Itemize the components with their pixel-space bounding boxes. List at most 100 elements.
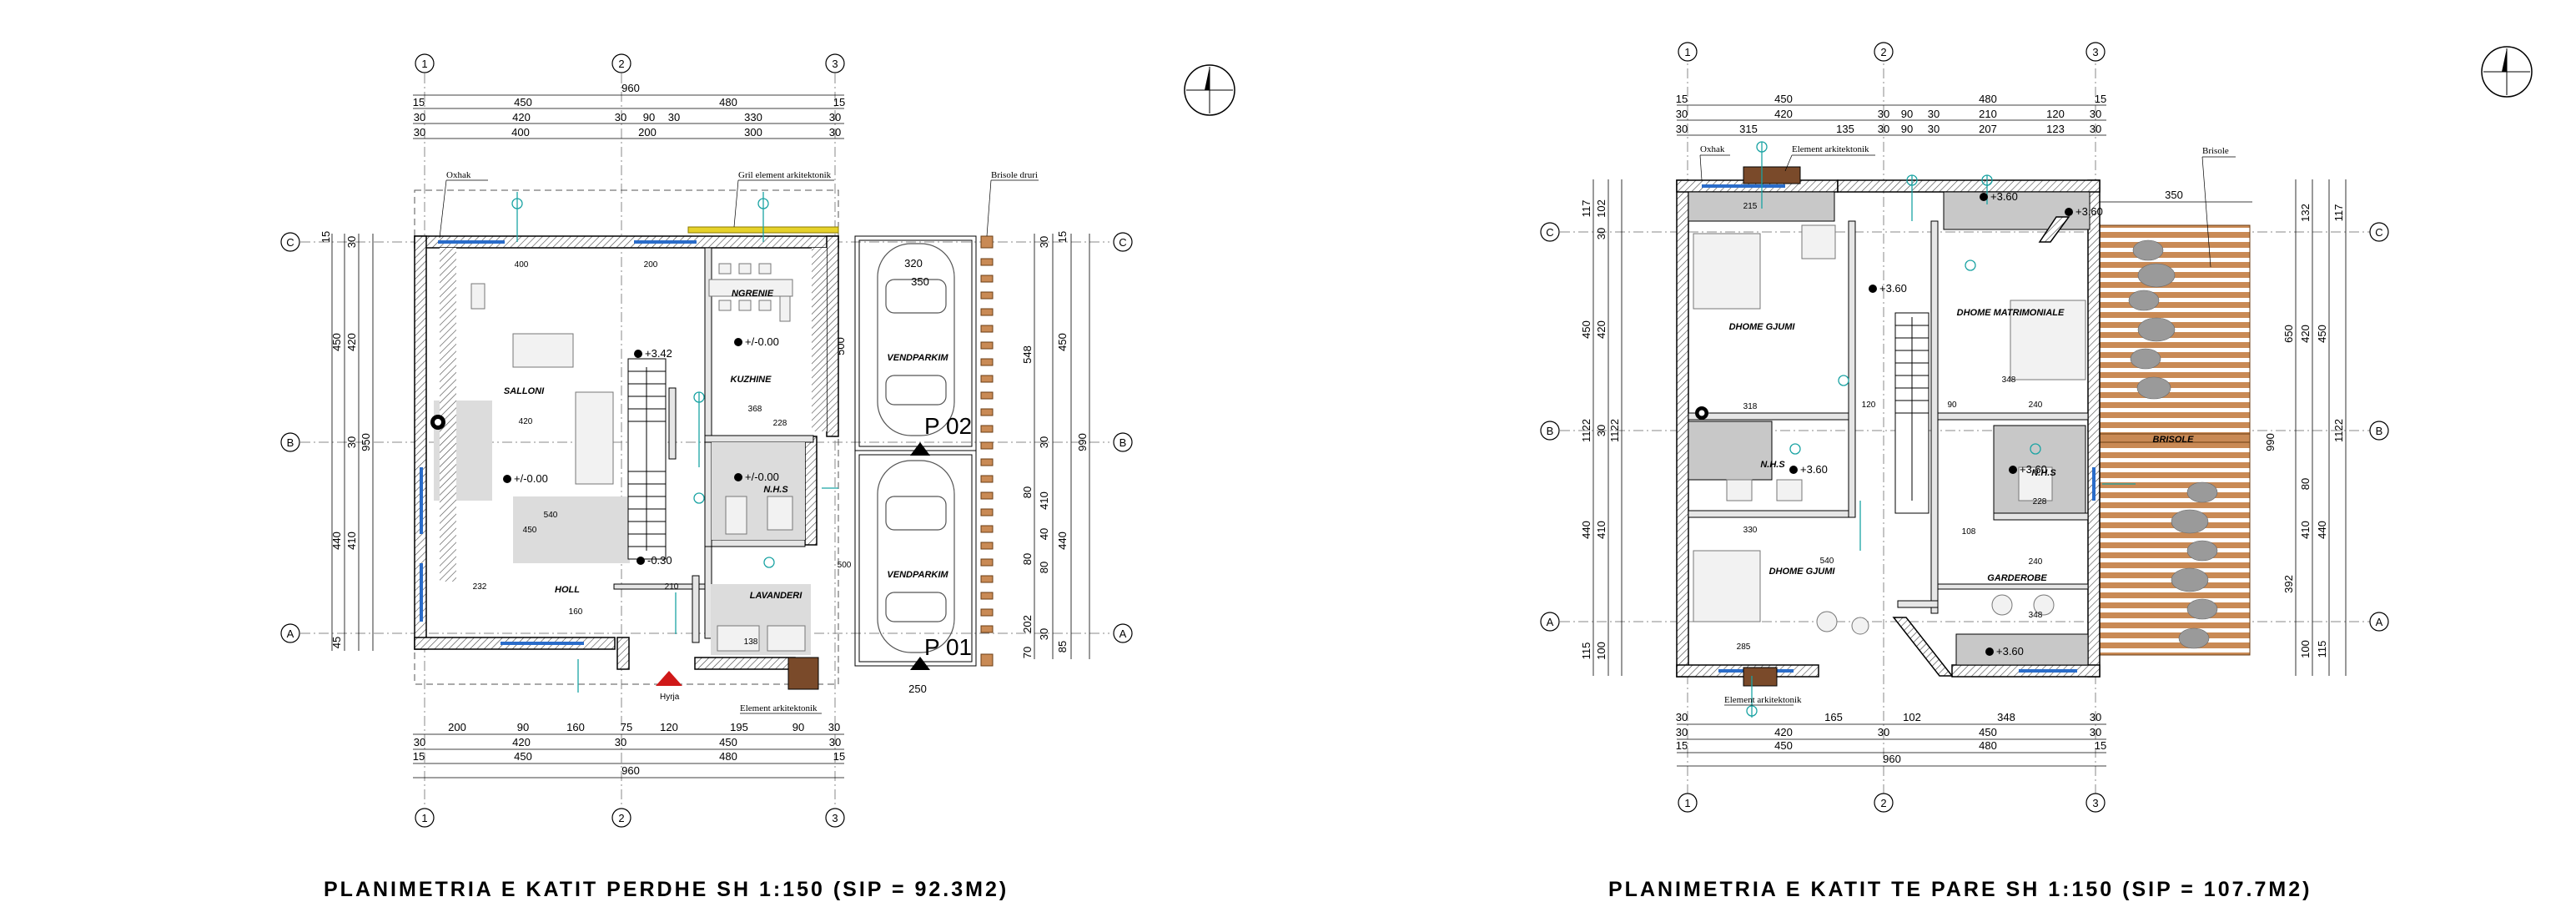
note-brisole: Brisole: [2202, 146, 2229, 156]
dimension-label: 102: [1595, 199, 1607, 218]
dimension-label: 30: [1676, 108, 1688, 120]
dimension-label: 90: [1901, 108, 1913, 120]
dimension-label: 160: [566, 721, 585, 733]
level-marker-icon: [503, 475, 511, 483]
axis-label: B: [287, 436, 294, 449]
arrow-up-icon: [910, 657, 930, 670]
axis-bubble-2-top: [1874, 42, 1894, 62]
dimension-label: 548: [1021, 345, 1034, 364]
axis-label: 1: [1684, 797, 1690, 809]
ground-interior-walls: [613, 247, 814, 643]
dimension-label: 30: [2090, 711, 2101, 723]
dimension-label: 410: [1038, 491, 1050, 510]
dimension-label: 990: [2264, 433, 2277, 451]
dimension-label: 990: [1076, 433, 1089, 451]
axis-label: 2: [1880, 797, 1886, 809]
axis-label: C: [286, 236, 294, 249]
axis-label: 3: [2092, 46, 2098, 58]
dimension-label: 450: [523, 526, 537, 535]
first-note-leaders: [1699, 154, 2236, 706]
dimension-label: 90: [1901, 123, 1913, 135]
level-label: +3.60: [2020, 463, 2047, 476]
dimension-label: 135: [1836, 123, 1854, 135]
dimension-label: 15: [1676, 739, 1688, 752]
dimension-label: 30: [1038, 628, 1050, 640]
dimension-label: 30: [2090, 108, 2101, 120]
dimension-label: 30: [414, 111, 425, 123]
level-marker-icon: [636, 557, 645, 565]
axis-bubble-1-top: [1678, 42, 1698, 62]
dimension-label: 30: [1878, 123, 1889, 135]
dimension-label: 450: [2316, 325, 2328, 343]
level-marker-icon: [734, 338, 742, 346]
level-marker-icon: [1869, 285, 1877, 293]
dimension-label: 300: [744, 126, 762, 139]
dimension-label: 440: [2316, 521, 2328, 539]
dimension-label: 450: [330, 333, 343, 351]
dimension-label: 285: [1737, 642, 1751, 652]
axis-bubble-c-right: [1113, 232, 1133, 252]
dimension-label: 450: [1979, 726, 1997, 738]
north-arrow-icon: [2481, 46, 2533, 98]
axis-bubble-3-top: [825, 53, 845, 73]
dimension-label: 350: [911, 275, 929, 288]
level-marker-icon: [1985, 647, 1994, 656]
room-label-vendparkim: VENDPARKIM: [887, 353, 948, 363]
axis-label: 1: [1684, 46, 1690, 58]
dimension-label: 480: [1979, 93, 1997, 105]
dimension-label: 30: [1676, 123, 1688, 135]
dimension-label: 440: [330, 532, 343, 550]
room-label-dhome-matrimoniale: DHOME MATRIMONIALE: [1957, 308, 2065, 318]
dimension-label: 1122: [1608, 419, 1621, 442]
room-label-brisole: BRISOLE: [2153, 435, 2195, 445]
axis-label: B: [1547, 425, 1554, 437]
axis-bubble-3-top: [2085, 42, 2106, 62]
dimension-label: 160: [569, 607, 583, 617]
dimension-label: 207: [1979, 123, 1997, 135]
room-label-holl: HOLL: [555, 585, 580, 595]
ground-floor-title: PLANIMETRIA E KATIT PERDHE SH 1:150 (SIP…: [324, 878, 1009, 901]
dimension-label: 120: [2046, 108, 2065, 120]
dimension-label: 1122: [2332, 419, 2345, 442]
dimension-label: 30: [2090, 726, 2101, 738]
dimension-label: 80: [1021, 486, 1034, 498]
dimension-label: 200: [448, 721, 466, 733]
axis-bubble-3-bottom: [825, 808, 845, 828]
dimension-label: 30: [1038, 436, 1050, 448]
dimension-label: 228: [773, 419, 787, 428]
axis-bubble-2-bottom: [1874, 793, 1894, 813]
axis-bubble-c-right: [2369, 222, 2389, 242]
axis-bubble-1-bottom: [415, 808, 435, 828]
room-label-nhs: N.H.S: [763, 485, 788, 495]
dimension-label: 30: [1595, 425, 1607, 436]
dimension-label: 540: [544, 511, 558, 520]
dimension-label: 75: [621, 721, 632, 733]
axis-label: A: [1547, 616, 1554, 628]
ground-furniture: [470, 263, 806, 652]
dimension-label: 330: [744, 111, 762, 123]
level-label: -0.30: [647, 554, 672, 567]
level-label: +3.60: [1996, 645, 2024, 658]
dimension-label: 40: [1038, 528, 1050, 540]
dimension-label: 215: [1743, 202, 1758, 211]
dimension-label: 410: [2299, 521, 2312, 539]
dimension-label: 30: [615, 111, 626, 123]
dimension-label: 15: [2095, 739, 2106, 752]
dimension-label: 90: [792, 721, 804, 733]
dimension-label: 480: [1979, 739, 1997, 752]
dimension-label: 202: [1021, 615, 1034, 633]
axis-bubble-b-left: [280, 432, 300, 452]
dimension-label: 368: [748, 405, 762, 414]
level-label: +3.42: [645, 347, 672, 360]
dimension-label: 250: [908, 683, 927, 695]
axis-label: B: [1119, 436, 1127, 449]
dimension-label: 138: [744, 637, 758, 647]
dimension-label: 120: [1862, 401, 1876, 410]
dimension-label: 318: [1743, 402, 1758, 411]
room-label-kuzhine: KUZHINE: [731, 375, 772, 385]
level-marker-icon: [2009, 466, 2017, 474]
terrace-brisole-bottom: [2099, 441, 2251, 656]
axis-label: 1: [421, 58, 427, 70]
dimension-label: 410: [345, 532, 358, 550]
arrow-up-icon: [910, 442, 930, 456]
